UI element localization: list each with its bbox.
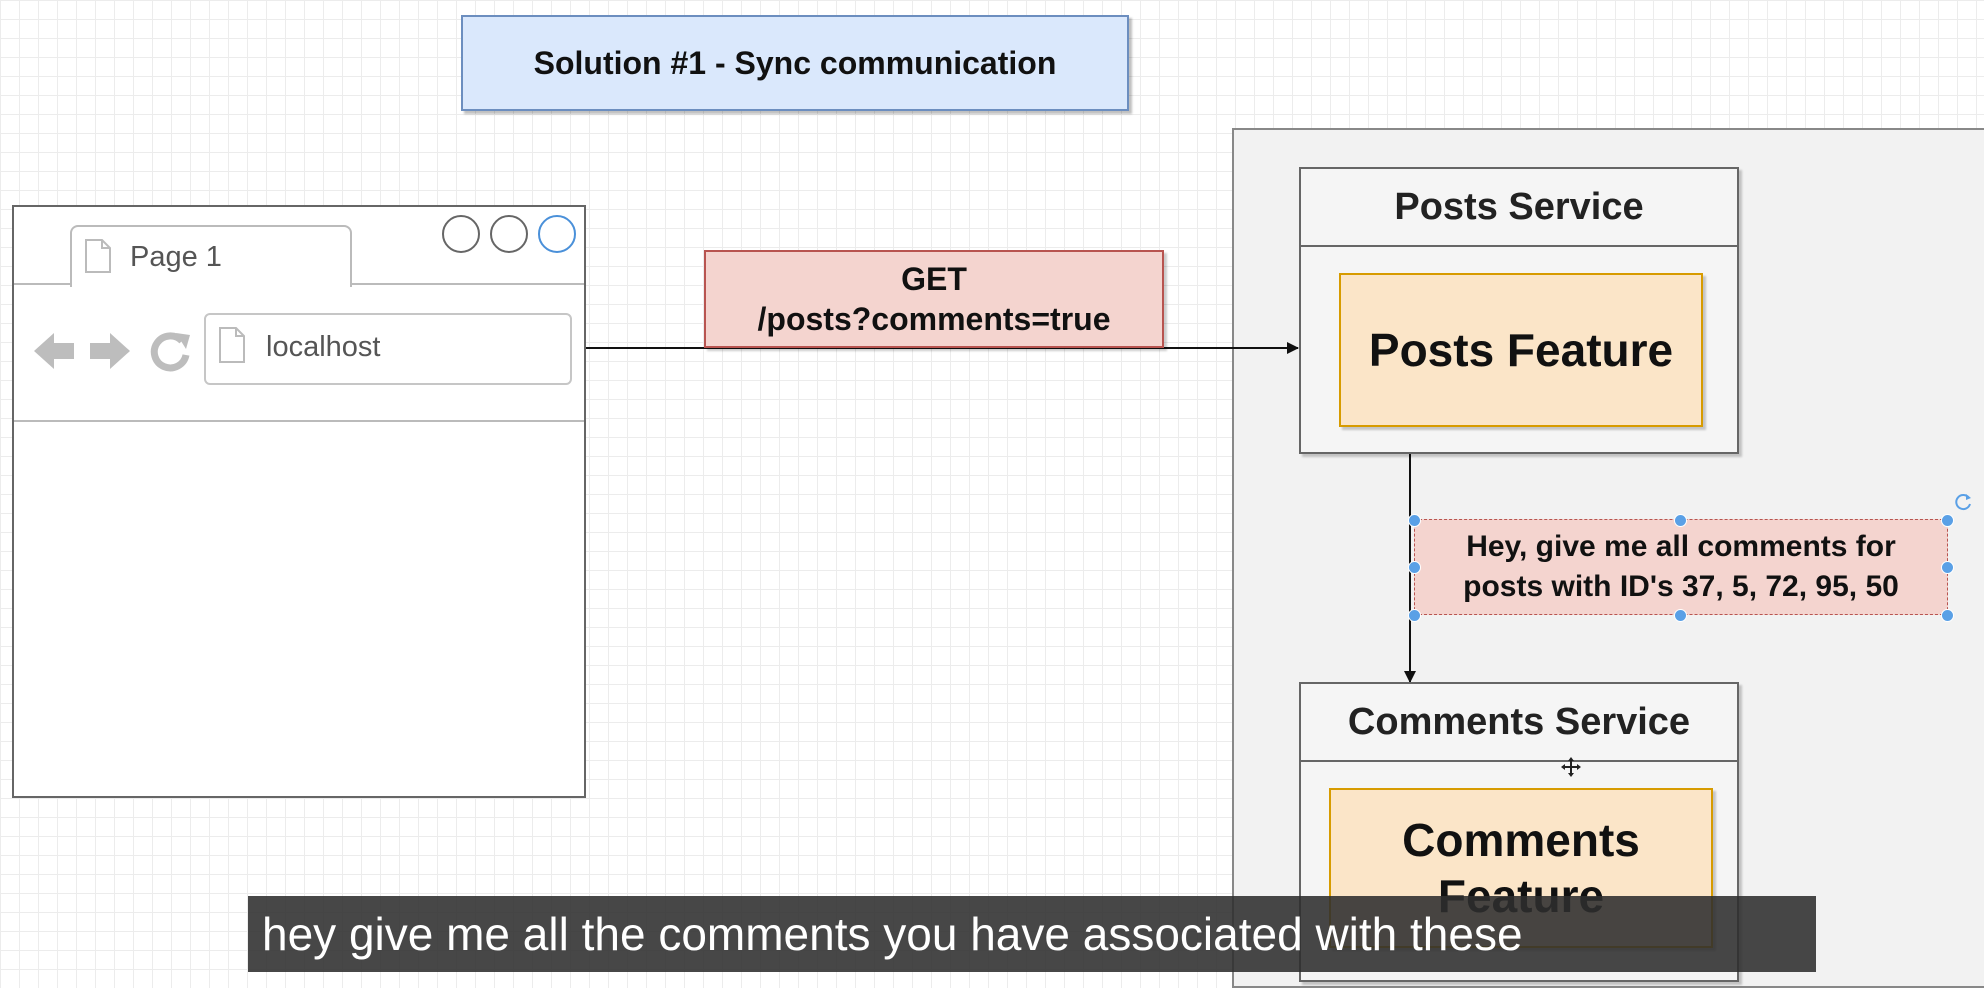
move-cursor-icon xyxy=(1561,757,1581,777)
request-path: /posts?comments=true xyxy=(757,301,1111,337)
browser-tabbar: Page 1 xyxy=(14,207,584,287)
browser-tab: Page 1 xyxy=(70,225,352,287)
selection-handle[interactable] xyxy=(1408,514,1421,527)
forward-arrow-icon xyxy=(90,333,130,369)
page-icon xyxy=(219,327,245,363)
window-button-3 xyxy=(538,215,576,253)
message-line-1: Hey, give me all comments for xyxy=(1466,530,1896,563)
request-method: GET xyxy=(901,261,967,297)
selection-handle[interactable] xyxy=(1941,514,1954,527)
comments-feature-label-1: Comments xyxy=(1402,814,1640,866)
comments-service-title: Comments Service xyxy=(1347,700,1691,743)
selection-handle[interactable] xyxy=(1674,514,1687,527)
comments-service-header: Comments Service xyxy=(1301,684,1737,762)
window-button-2 xyxy=(490,215,528,253)
rotate-icon[interactable] xyxy=(1954,492,1974,512)
url-text: localhost xyxy=(266,331,381,363)
window-button-1 xyxy=(442,215,480,253)
selection-handle[interactable] xyxy=(1408,561,1421,574)
caption-text: hey give me all the comments you have as… xyxy=(262,908,1523,960)
selection-handle[interactable] xyxy=(1674,609,1687,622)
posts-service[interactable]: Posts Service Posts Feature xyxy=(1299,167,1739,454)
video-caption: hey give me all the comments you have as… xyxy=(248,896,1816,972)
reload-icon xyxy=(150,332,190,372)
sync-request-message[interactable]: Hey, give me all comments for posts with… xyxy=(1414,519,1948,615)
selection-handle[interactable] xyxy=(1941,561,1954,574)
browser-nav-row: localhost xyxy=(14,285,584,422)
selection-handle[interactable] xyxy=(1408,609,1421,622)
url-bar: localhost xyxy=(204,313,572,385)
posts-service-title: Posts Service xyxy=(1394,185,1644,228)
browser-tab-label: Page 1 xyxy=(130,241,222,273)
message-line-2: posts with ID's 37, 5, 72, 95, 50 xyxy=(1463,570,1899,603)
page-icon xyxy=(85,239,111,273)
posts-feature-label: Posts Feature xyxy=(1368,324,1674,376)
back-arrow-icon xyxy=(34,333,74,369)
posts-feature[interactable]: Posts Feature xyxy=(1339,273,1703,427)
posts-service-header: Posts Service xyxy=(1301,169,1737,247)
get-request-label[interactable]: GET /posts?comments=true xyxy=(704,250,1164,348)
diagram-title[interactable]: Solution #1 - Sync communication xyxy=(461,15,1129,111)
browser-mockup[interactable]: Page 1 localhost xyxy=(12,205,586,798)
diagram-title-text: Solution #1 - Sync communication xyxy=(533,44,1057,81)
selection-handle[interactable] xyxy=(1941,609,1954,622)
